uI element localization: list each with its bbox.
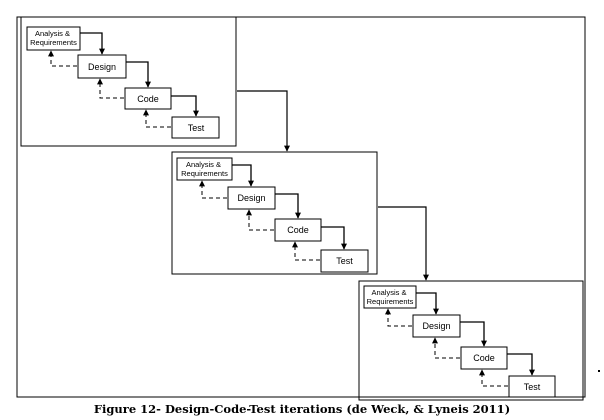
iteration-3: Analysis & Requirements Design Code Test bbox=[363, 285, 556, 398]
iteration-3-frame bbox=[358, 280, 584, 401]
feedback-arrow-code-to-design bbox=[246, 209, 274, 231]
stage-label-design: Design bbox=[237, 193, 265, 203]
stage-box-analysis bbox=[176, 157, 233, 181]
forward-arrow-analysis-to-design bbox=[80, 32, 105, 55]
stage-label-code: Code bbox=[287, 225, 309, 235]
figure-caption: Figure 12- Design-Code-Test iterations (… bbox=[93, 402, 511, 416]
stage-box-design bbox=[412, 314, 461, 338]
stage-box-design bbox=[227, 186, 276, 210]
stage-box-code bbox=[124, 87, 172, 110]
stage-label-design: Design bbox=[88, 62, 116, 72]
feedback-arrow-test-to-code bbox=[292, 241, 320, 261]
iteration-1-frame bbox=[20, 16, 237, 147]
feedback-arrow-design-to-analysis bbox=[385, 308, 412, 327]
iteration-2-frame bbox=[171, 151, 378, 275]
stage-label-test: Test bbox=[188, 123, 205, 133]
stage-box-code bbox=[460, 346, 508, 370]
forward-arrow-code-to-test bbox=[171, 95, 199, 117]
iteration-2: Analysis & Requirements Design Code Test bbox=[176, 157, 369, 273]
stage-label-design: Design bbox=[422, 321, 450, 331]
stage-label-analysis: Analysis & Requirements bbox=[367, 288, 414, 306]
stage-label-test: Test bbox=[336, 256, 353, 266]
stage-label-analysis: Analysis & Requirements bbox=[30, 29, 77, 47]
forward-arrow-design-to-code bbox=[275, 193, 301, 219]
stage-box-code bbox=[274, 218, 322, 242]
stage-label-analysis: Analysis & Requirements bbox=[181, 160, 228, 178]
forward-arrow-code-to-test bbox=[321, 226, 347, 250]
stage-label-code: Code bbox=[473, 353, 495, 363]
feedback-arrow-test-to-code bbox=[143, 109, 171, 128]
forward-arrow-analysis-to-design bbox=[232, 164, 254, 187]
stage-box-design bbox=[77, 54, 127, 79]
feedback-arrow-design-to-analysis bbox=[48, 50, 77, 67]
forward-arrow-design-to-code bbox=[460, 321, 487, 347]
feedback-arrow-design-to-analysis bbox=[199, 180, 227, 199]
forward-arrow-analysis-to-design bbox=[416, 292, 439, 315]
stage-box-analysis bbox=[26, 26, 81, 51]
stage-box-test bbox=[320, 249, 369, 273]
feedback-arrow-code-to-design bbox=[97, 78, 124, 99]
stray-dot bbox=[598, 370, 600, 372]
forward-arrow-code-to-test bbox=[507, 353, 535, 376]
stage-box-analysis bbox=[363, 285, 417, 309]
feedback-arrow-test-to-code bbox=[479, 369, 508, 387]
iteration-1-to-2-arrow bbox=[237, 90, 290, 152]
stage-label-test: Test bbox=[524, 382, 541, 392]
forward-arrow-design-to-code bbox=[126, 61, 151, 88]
stage-box-test bbox=[508, 375, 556, 398]
feedback-arrow-code-to-design bbox=[432, 337, 460, 359]
stage-box-test bbox=[171, 116, 220, 139]
outer-frame bbox=[16, 16, 586, 398]
iteration-2-to-3-arrow bbox=[378, 206, 429, 281]
iteration-1: Analysis & Requirements Design Code Test bbox=[26, 26, 220, 139]
stage-label-code: Code bbox=[137, 94, 159, 104]
